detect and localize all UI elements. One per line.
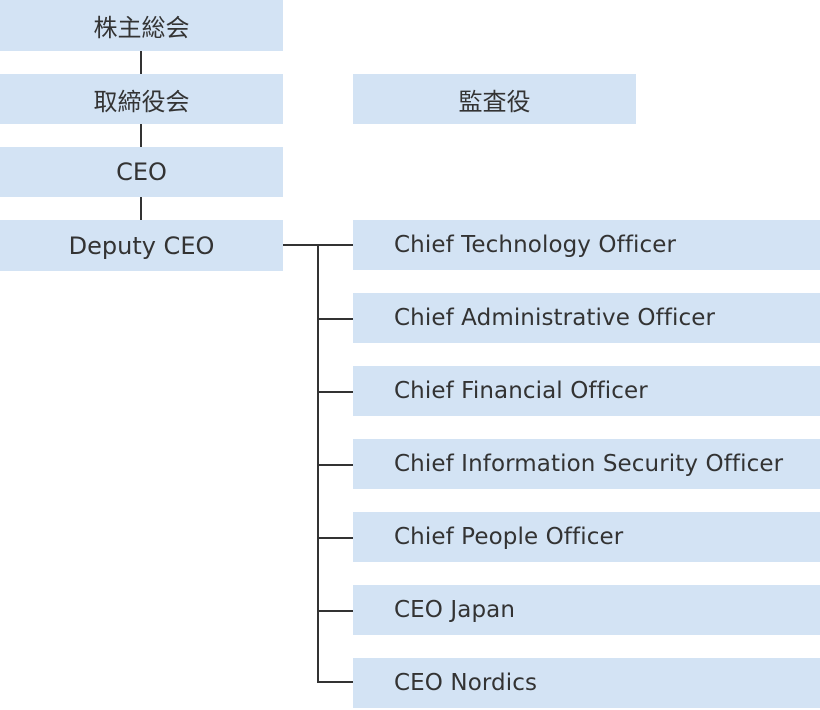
shareholders-meeting-label: 株主総会 [93,14,190,42]
officer-label: CEO Japan [394,597,516,623]
board-of-directors-box: 取締役会 [0,74,283,124]
connector-shareholders-board [140,51,142,74]
connector-officer-branch [317,537,353,539]
board-of-directors-label: 取締役会 [93,87,190,116]
auditor-box: 監査役 [353,74,636,124]
connector-board-ceo [140,124,142,147]
officer-label: Chief Administrative Officer [394,305,716,331]
connector-officer-branch [317,464,353,466]
ceo-label: CEO [116,158,167,186]
connector-officer-branch [317,318,353,320]
officer-label: Chief Information Security Officer [394,451,784,477]
officer-box-cfo: Chief Financial Officer [353,366,820,416]
officer-box-ciso: Chief Information Security Officer [353,439,820,489]
officer-label: Chief Technology Officer [394,232,677,258]
officer-box-cto: Chief Technology Officer [353,220,820,270]
ceo-box: CEO [0,147,283,197]
connector-officer-branch [317,391,353,393]
officer-label: Chief Financial Officer [394,378,648,404]
officer-box-ceo-japan: CEO Japan [353,585,820,635]
connector-ceo-deputy [140,197,142,220]
connector-officers-trunk [317,244,319,683]
officer-box-cao: Chief Administrative Officer [353,293,820,343]
connector-officer-branch [317,610,353,612]
shareholders-meeting-box: 株主総会 [0,0,283,51]
deputy-ceo-label: Deputy CEO [68,231,215,260]
auditor-label: 監査役 [458,87,531,116]
deputy-ceo-box: Deputy CEO [0,220,283,271]
officer-label: Chief People Officer [394,524,624,550]
officer-box-ceo-nordics: CEO Nordics [353,658,820,708]
connector-officer-branch [317,681,353,683]
officer-label: CEO Nordics [394,670,538,696]
officer-box-cpo: Chief People Officer [353,512,820,562]
